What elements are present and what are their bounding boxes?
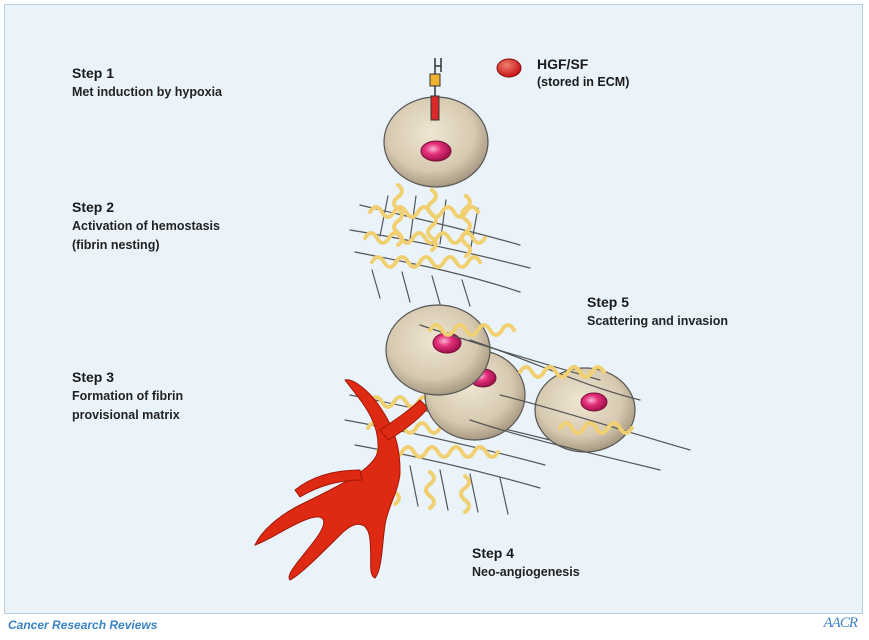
step2-fibrin-nest xyxy=(350,185,530,306)
aacr-logo: AACR xyxy=(824,615,858,632)
hgf-sf-legend-dot xyxy=(497,59,521,77)
step4-text: Neo-angiogenesis xyxy=(472,563,580,582)
hgf-legend: HGF/SF (stored in ECM) xyxy=(537,55,629,91)
step2-text-line1: Activation of hemostasis xyxy=(72,217,220,236)
step3-heading: Step 3 xyxy=(72,368,183,387)
step3-text-line1: Formation of fibrin xyxy=(72,387,183,406)
met-receptor-icon xyxy=(430,58,441,120)
step1-nucleus xyxy=(421,141,451,161)
step1-cell xyxy=(384,58,488,187)
step5-text: Scattering and invasion xyxy=(587,312,728,331)
step5-heading: Step 5 xyxy=(587,293,728,312)
step2-heading: Step 2 xyxy=(72,198,220,217)
step5-label: Step 5 Scattering and invasion xyxy=(587,293,728,331)
journal-name: Cancer Research Reviews xyxy=(8,618,157,632)
hgf-legend-name: HGF/SF xyxy=(537,55,629,73)
step3-text-line2: provisional matrix xyxy=(72,406,183,425)
step1-heading: Step 1 xyxy=(72,64,222,83)
step3-label: Step 3 Formation of fibrin provisional m… xyxy=(72,368,183,425)
step1-text: Met induction by hypoxia xyxy=(72,83,222,102)
step4-blood-vessel xyxy=(255,380,428,580)
step4-heading: Step 4 xyxy=(472,544,580,563)
step2-label: Step 2 Activation of hemostasis (fibrin … xyxy=(72,198,220,255)
step2-text-line2: (fibrin nesting) xyxy=(72,236,220,255)
hgf-legend-note: (stored in ECM) xyxy=(537,73,629,91)
step4-label: Step 4 Neo-angiogenesis xyxy=(472,544,580,582)
step1-label: Step 1 Met induction by hypoxia xyxy=(72,64,222,102)
